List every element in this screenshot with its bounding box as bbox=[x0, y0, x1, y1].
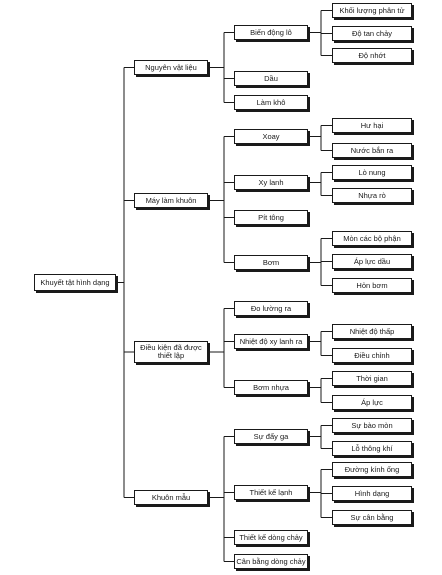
cause-node: Cân bằng dòng chảy bbox=[234, 554, 308, 569]
detail-node: Nước bắn ra bbox=[332, 143, 412, 158]
detail-node: Sự bào mòn bbox=[332, 418, 412, 433]
category-node: Nguyên vật liệu bbox=[134, 60, 208, 75]
detail-node: Đường kính ống bbox=[332, 462, 412, 477]
cause-node: Bơm bbox=[234, 255, 308, 270]
cause-node: Xoay bbox=[234, 129, 308, 144]
cause-node: Sự đẩy ga bbox=[234, 429, 308, 444]
detail-node: Độ tan chảy bbox=[332, 26, 412, 41]
detail-node: Sự cân bằng bbox=[332, 510, 412, 525]
detail-node: Lỗ thông khí bbox=[332, 441, 412, 456]
detail-node: Nhiệt độ thấp bbox=[332, 324, 412, 339]
detail-node: Khối lượng phân tử bbox=[332, 3, 412, 18]
detail-node: Nhựa rò bbox=[332, 188, 412, 203]
detail-node: Hư hại bbox=[332, 118, 412, 133]
root-node: Khuyết tật hình dạng bbox=[34, 274, 116, 291]
detail-node: Hình dạng bbox=[332, 486, 412, 501]
category-node: Máy làm khuôn bbox=[134, 193, 208, 208]
detail-node: Áp lực dầu bbox=[332, 254, 412, 269]
detail-node: Thời gian bbox=[332, 371, 412, 386]
cause-node: Xy lanh bbox=[234, 175, 308, 190]
cause-node: Làm khô bbox=[234, 95, 308, 110]
cause-node: Nhiệt độ xy lanh ra bbox=[234, 334, 308, 349]
category-node: Khuôn mẫu bbox=[134, 490, 208, 505]
cause-node: Thiết kế lạnh bbox=[234, 485, 308, 500]
cause-node: Biến động lô bbox=[234, 25, 308, 40]
detail-node: Hỏn bơm bbox=[332, 278, 412, 293]
category-node: Điều kiện đã được thiết lập bbox=[134, 341, 208, 363]
cause-node: Bơm nhựa bbox=[234, 380, 308, 395]
cause-node: Đo lường ra bbox=[234, 301, 308, 316]
cause-node: Dầu bbox=[234, 71, 308, 86]
detail-node: Độ nhớt bbox=[332, 48, 412, 63]
detail-node: Lò nung bbox=[332, 165, 412, 180]
cause-node: Thiết kế dòng chảy bbox=[234, 530, 308, 545]
detail-node: Điều chỉnh bbox=[332, 348, 412, 363]
detail-node: Mòn các bộ phận bbox=[332, 231, 412, 246]
cause-node: Pít tông bbox=[234, 210, 308, 225]
detail-node: Áp lực bbox=[332, 395, 412, 410]
